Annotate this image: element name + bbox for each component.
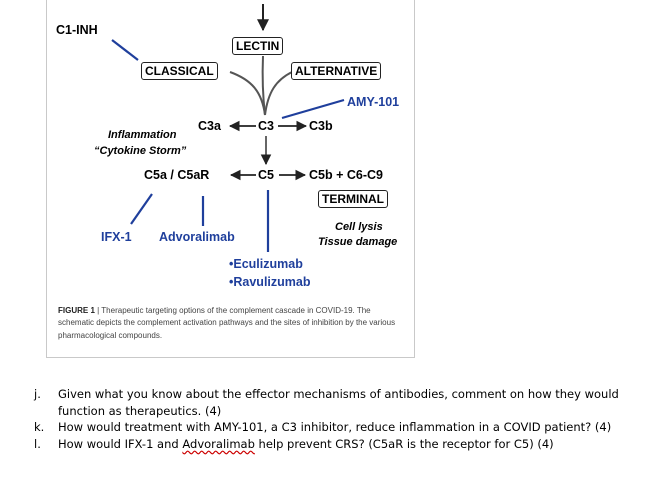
- spellcheck-word: Advoralimab: [182, 436, 255, 451]
- c1-inh-inhibit-line: [111, 39, 139, 61]
- tissue-damage-label: Tissue damage: [318, 236, 398, 248]
- terminal-box: TERMINAL: [318, 190, 388, 208]
- caption-text: Therapeutic targeting options of the com…: [58, 306, 396, 340]
- question-k: k. How would treatment with AMY-101, a C…: [34, 419, 634, 436]
- question-marker: k.: [34, 420, 45, 435]
- question-text: How would IFX-1 and Advoralimab help pre…: [58, 436, 634, 453]
- amy101-inhibit-line: [281, 98, 345, 120]
- figure-caption: FIGURE 1 | Therapeutic targeting options…: [58, 305, 408, 342]
- c3a-label: C3a: [198, 119, 221, 133]
- question-j: j. Given what you know about the effecto…: [34, 386, 634, 419]
- alternative-box: ALTERNATIVE: [291, 62, 382, 80]
- alternative-path: [264, 71, 293, 116]
- eculizumab-label: •Eculizumab: [229, 257, 303, 271]
- classical-box: CLASSICAL: [141, 62, 218, 80]
- ravulizumab-label: •Ravulizumab: [229, 275, 311, 289]
- question-l: l. How would IFX-1 and Advoralimab help …: [34, 436, 634, 453]
- c1-inh-label: C1-INH: [56, 23, 98, 37]
- c5a-c5ar-label: C5a / C5aR: [144, 168, 210, 182]
- ifx1-inhibit-line: [130, 193, 153, 225]
- question-text: How would treatment with AMY-101, a C3 i…: [58, 420, 612, 435]
- question-marker: l.: [34, 436, 41, 451]
- c5b-c6c9-label: C5b + C6-C9: [309, 168, 383, 182]
- c5-label: C5: [258, 168, 274, 182]
- complement-diagram: [111, 4, 345, 252]
- question-text-end: help prevent CRS? (C5aR is the receptor …: [254, 436, 554, 451]
- inflammation-label: Inflammation: [108, 129, 177, 141]
- caption-label: FIGURE 1: [58, 306, 95, 315]
- classical-path: [229, 71, 266, 116]
- cytokine-storm-label: “Cytokine Storm”: [94, 145, 187, 157]
- lectin-box: LECTIN: [232, 37, 284, 55]
- advoralimab-label: Advoralimab: [159, 230, 235, 244]
- c3-label: C3: [258, 119, 274, 133]
- question-text: Given what you know about the effector m…: [58, 387, 619, 418]
- caption-separator: |: [94, 306, 102, 315]
- question-marker: j.: [34, 387, 41, 401]
- question-list: j. Given what you know about the effecto…: [34, 386, 634, 452]
- amy101-label: AMY-101: [347, 95, 400, 109]
- cell-lysis-label: Cell lysis: [335, 221, 383, 233]
- lectin-path: [261, 55, 266, 116]
- question-text-start: How would IFX-1 and: [58, 436, 183, 451]
- c3b-label: C3b: [309, 119, 333, 133]
- ifx1-label: IFX-1: [101, 230, 132, 244]
